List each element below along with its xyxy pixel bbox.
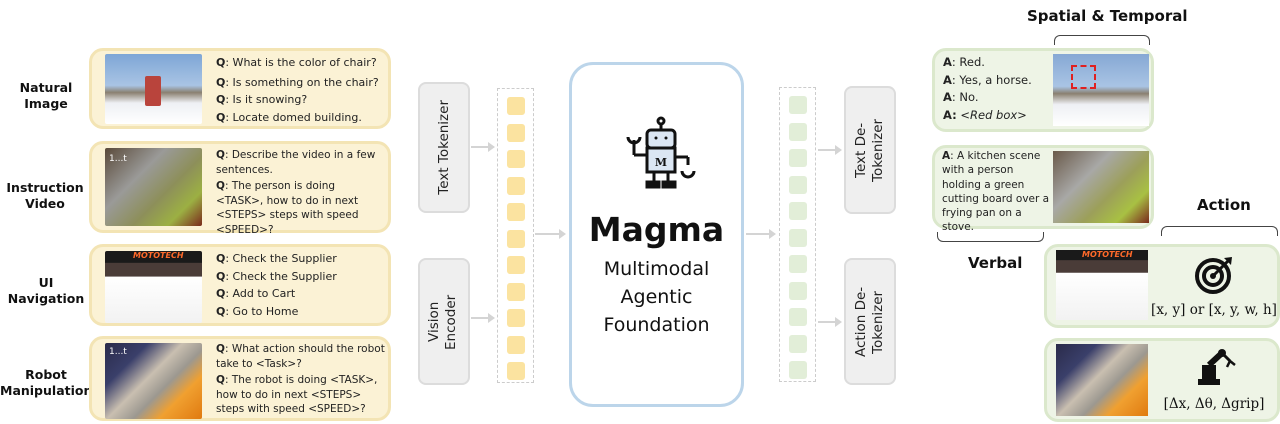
token bbox=[506, 256, 525, 274]
arrow-model-to-tokens bbox=[746, 229, 776, 239]
question-list: Q: Check the Supplier Q: Check the Suppl… bbox=[216, 252, 337, 318]
vision-encoder-label: Vision Encoder bbox=[426, 293, 459, 350]
text-tokenizer-label: Text Tokenizer bbox=[435, 100, 452, 195]
question-list: Q: What action should the robot take to … bbox=[216, 343, 385, 415]
spatial-temporal-title: Spatial & Temporal bbox=[1027, 7, 1188, 25]
text-detokenizer-label: Text De-Tokenizer bbox=[853, 118, 886, 182]
model-subtitle-1: Multimodal bbox=[603, 258, 710, 280]
robot-icon: M bbox=[626, 116, 696, 189]
token bbox=[788, 96, 807, 114]
input-label-natural-image: Natural Image bbox=[19, 80, 73, 111]
action-brace bbox=[1161, 226, 1278, 236]
frame-range-label: 1...t bbox=[109, 347, 127, 357]
token bbox=[506, 362, 525, 380]
input-box-ui-navigation: MOTOTECH Q: Check the Supplier Q: Check … bbox=[89, 244, 391, 326]
token bbox=[788, 228, 807, 247]
token bbox=[788, 122, 807, 141]
answer-list: A: Red. A: Yes, a horse. A: No. A: <Red … bbox=[943, 55, 1032, 122]
arrow-vision-to-tokens bbox=[471, 313, 495, 323]
token bbox=[506, 176, 525, 195]
token bbox=[788, 175, 807, 194]
input-box-natural-image: Q: What is the color of chair? Q: Is som… bbox=[89, 48, 391, 129]
action-box-robot: [Δx, Δθ, Δgrip] bbox=[1044, 338, 1280, 422]
input-box-robot-manipulation: 1...t Q: What action should the robot ta… bbox=[89, 336, 391, 421]
token bbox=[788, 149, 807, 167]
ui-screenshot: MOTOTECH bbox=[105, 251, 202, 323]
token bbox=[506, 229, 525, 248]
arrow-tokens-to-action-detokenizer bbox=[818, 317, 842, 327]
token bbox=[506, 282, 525, 301]
input-token-column bbox=[497, 88, 534, 383]
robot-video-frames: 1...t bbox=[105, 343, 202, 419]
token bbox=[506, 309, 525, 327]
grounded-image bbox=[1053, 54, 1149, 126]
brand-logo: MOTOTECH bbox=[133, 251, 184, 260]
action-detokenizer-box: Action De-Tokenizer bbox=[844, 258, 896, 385]
token bbox=[506, 335, 525, 354]
arrow-text-to-tokens bbox=[471, 142, 495, 152]
svg-text:M: M bbox=[655, 156, 667, 169]
spatial-temporal-brace bbox=[1054, 35, 1150, 45]
brand-logo: MOTOTECH bbox=[1082, 250, 1133, 259]
red-bounding-box bbox=[1071, 65, 1096, 89]
model-subtitle-2: Agentic bbox=[620, 286, 693, 308]
token bbox=[788, 308, 807, 326]
action-title: Action bbox=[1197, 196, 1251, 214]
action-box-ui: MOTOTECH [x, y] or [x, y, w, h] bbox=[1044, 244, 1280, 328]
token bbox=[506, 203, 525, 221]
arrow-tokens-to-text-detokenizer bbox=[818, 145, 842, 155]
video-frame-with-traces bbox=[1053, 151, 1149, 223]
instruction-video-frames: 1...t bbox=[105, 148, 202, 226]
verbal-brace bbox=[937, 232, 1044, 242]
vision-encoder-box: Vision Encoder bbox=[418, 258, 470, 385]
input-box-instruction-video: 1...t Q: Describe the video in a few sen… bbox=[89, 141, 391, 236]
natural-image-photo bbox=[105, 54, 202, 124]
token bbox=[506, 150, 525, 168]
verbal-title: Verbal bbox=[968, 254, 1023, 272]
action-detokenizer-label: Action De-Tokenizer bbox=[853, 286, 886, 357]
arrow-tokens-to-model bbox=[535, 229, 566, 239]
token bbox=[788, 255, 807, 273]
video-answer: A: A kitchen scene with a person holding… bbox=[942, 150, 1050, 234]
input-label-ui-navigation: UI Navigation bbox=[7, 275, 85, 306]
question-list: Q: Describe the video in a few sentences… bbox=[216, 149, 376, 236]
text-tokenizer-box: Text Tokenizer bbox=[418, 82, 470, 213]
token bbox=[506, 123, 525, 142]
ui-screenshot-with-marks: MOTOTECH bbox=[1056, 250, 1148, 320]
token bbox=[788, 334, 807, 353]
answer-box-video: A: A kitchen scene with a person holding… bbox=[932, 145, 1154, 233]
token bbox=[506, 97, 525, 115]
magma-model-box: M Magma Multimodal Agentic Foundation bbox=[569, 62, 744, 407]
text-detokenizer-box: Text De-Tokenizer bbox=[844, 86, 896, 214]
frame-range-label: 1...t bbox=[109, 154, 127, 164]
output-token-column bbox=[779, 87, 816, 382]
token bbox=[788, 361, 807, 379]
target-icon bbox=[1195, 257, 1232, 294]
token bbox=[788, 281, 807, 300]
robot-action-format: [Δx, Δθ, Δgrip] bbox=[1163, 396, 1265, 412]
input-label-robot-manipulation: Robot Manipulation bbox=[0, 367, 93, 398]
question-list: Q: What is the color of chair? Q: Is som… bbox=[216, 56, 379, 124]
answer-box-image: A: Red. A: Yes, a horse. A: No. A: <Red … bbox=[932, 48, 1154, 132]
ui-action-format: [x, y] or [x, y, w, h] bbox=[1151, 302, 1277, 318]
robot-frame-with-traces bbox=[1056, 344, 1148, 416]
robot-arm-icon bbox=[1198, 349, 1236, 385]
model-name: Magma bbox=[588, 210, 725, 249]
model-subtitle-3: Foundation bbox=[603, 314, 710, 336]
input-label-instruction-video: Instruction Video bbox=[6, 180, 84, 211]
token bbox=[788, 202, 807, 220]
